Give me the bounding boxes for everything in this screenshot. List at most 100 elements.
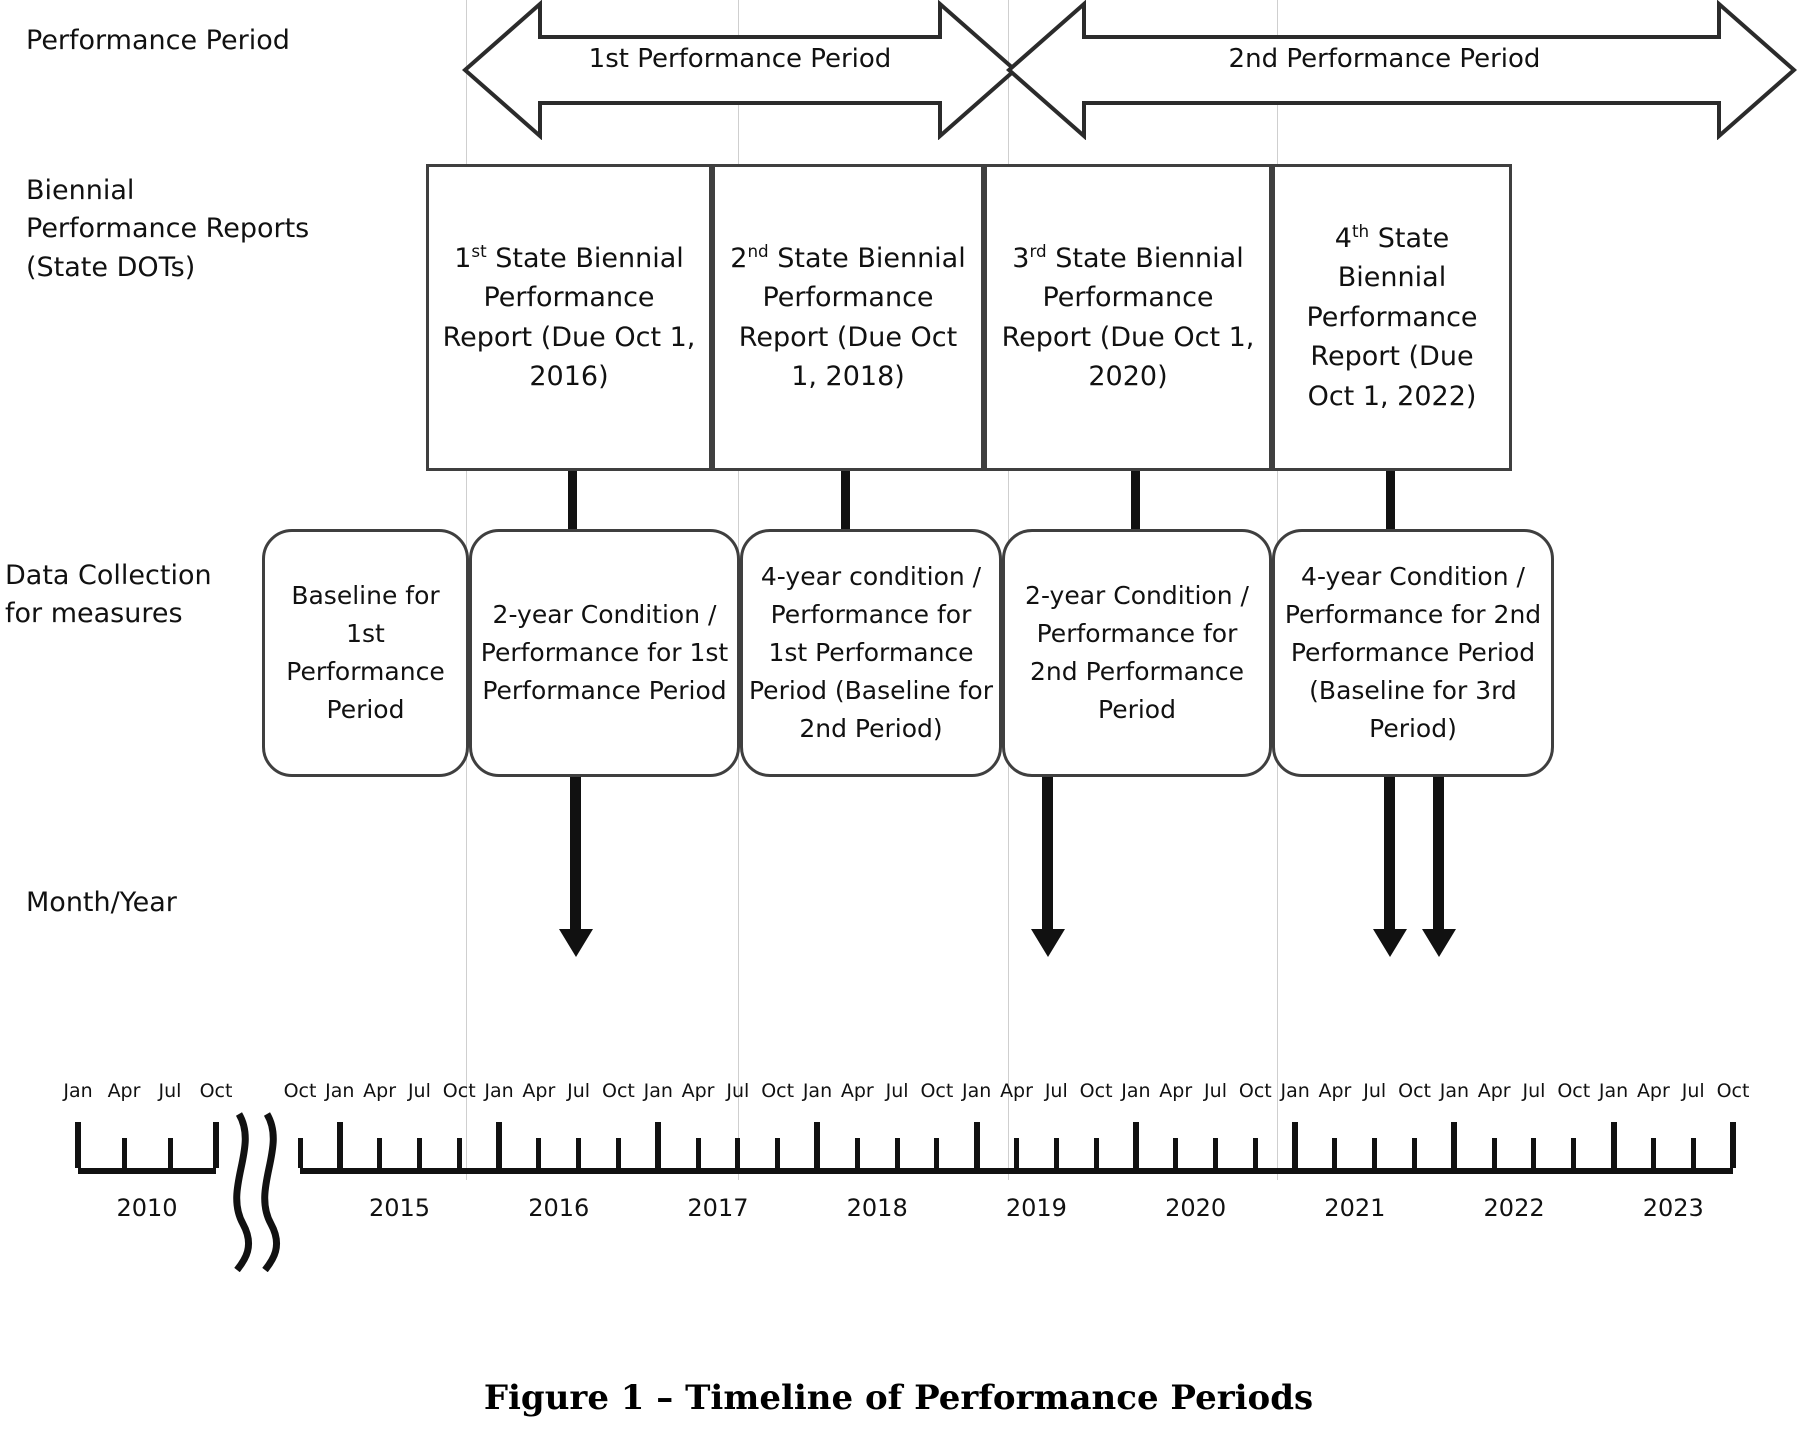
data-box-baseline-1st-period: Baseline for 1st Performance Period bbox=[262, 529, 469, 777]
report-box-2-suffix: nd bbox=[747, 240, 769, 261]
data-box-4year-1st-period: 4-year condition / Performance for 1st P… bbox=[740, 529, 1002, 777]
data-box-2year-1st-period: 2-year Condition / Performance for 1st P… bbox=[469, 529, 740, 777]
down-arrow-to-oct-2020 bbox=[1384, 777, 1395, 930]
row-label-performance-period: Performance Period bbox=[26, 25, 290, 56]
axis-month-label: Apr bbox=[363, 1080, 397, 1102]
axis-month-label: Apr bbox=[522, 1080, 556, 1102]
row-label-biennial-performance-reports: Biennial Performance Reports (State DOTs… bbox=[26, 175, 310, 283]
axis-month-label: Apr bbox=[1477, 1080, 1511, 1102]
data-box-4-label: 4-year Condition / Performance for 2nd P… bbox=[1284, 562, 1542, 743]
axis-month-label: Jul bbox=[1681, 1080, 1705, 1102]
report-box-2-ordinal: 2 bbox=[730, 242, 748, 274]
report-box-1-rest: State Biennial Performance Report (Due O… bbox=[442, 242, 696, 392]
axis-month-label: Oct bbox=[1716, 1080, 1750, 1102]
axis-month-label: Jul bbox=[885, 1080, 909, 1102]
axis-tick-minor bbox=[1213, 1138, 1219, 1168]
axis-tick-minor bbox=[536, 1138, 542, 1168]
axis-month-label: Jan bbox=[1121, 1080, 1151, 1102]
axis-month-label: Oct bbox=[1398, 1080, 1431, 1102]
report-box-3-rest: State Biennial Performance Report (Due O… bbox=[1001, 242, 1255, 392]
axis-tick-minor bbox=[1173, 1138, 1179, 1168]
axis-tick-minor bbox=[695, 1138, 701, 1168]
report-box-1st-state-biennial: 1st State Biennial Performance Report (D… bbox=[426, 164, 712, 471]
axis-baseline bbox=[300, 1168, 1733, 1174]
axis-tick-major bbox=[1292, 1122, 1299, 1168]
report-box-1-suffix: st bbox=[471, 240, 487, 261]
axis-tick-minor bbox=[1372, 1138, 1378, 1168]
axis-month-label: Apr bbox=[1318, 1080, 1352, 1102]
connector-report1-to-databox bbox=[568, 471, 577, 529]
report-box-4th-state-biennial: 4th State Biennial Performance Report (D… bbox=[1272, 164, 1512, 471]
axis-tick-major bbox=[213, 1122, 219, 1168]
axis-tick-major bbox=[655, 1122, 662, 1168]
axis-month-label: Jan bbox=[1280, 1080, 1310, 1102]
data-box-1-label: 2-year Condition / Performance for 1st P… bbox=[480, 600, 729, 705]
axis-tick-minor bbox=[167, 1138, 173, 1168]
axis-tick-minor bbox=[1252, 1138, 1258, 1168]
axis-month-label: Jan bbox=[802, 1080, 833, 1102]
arrow-2nd-performance-period: 2nd Performance Period bbox=[1006, 0, 1797, 140]
axis-tick-minor bbox=[1332, 1138, 1338, 1168]
axis-tick-minor bbox=[456, 1138, 462, 1168]
report-box-1-ordinal: 1 bbox=[454, 242, 472, 274]
axis-tick-minor bbox=[1531, 1138, 1537, 1168]
axis-tick-minor bbox=[854, 1138, 860, 1168]
data-box-0-label: Baseline for 1st Performance Period bbox=[286, 581, 445, 724]
down-arrow-to-oct-2022 bbox=[1433, 777, 1444, 930]
connector-report3-to-databox bbox=[1131, 471, 1140, 529]
axis-month-label: Oct bbox=[761, 1080, 795, 1102]
axis-month-label: Oct bbox=[1238, 1080, 1272, 1102]
axis-tick-minor bbox=[297, 1138, 303, 1168]
axis-tick-minor bbox=[1093, 1138, 1099, 1168]
report-box-2-rest: State Biennial Performance Report (Due O… bbox=[738, 242, 966, 392]
axis-month-label: Jul bbox=[407, 1080, 431, 1102]
axis-tick-minor bbox=[576, 1138, 582, 1168]
figure-caption: Figure 1 – Timeline of Performance Perio… bbox=[483, 1378, 1314, 1418]
axis-month-label: Jan bbox=[63, 1080, 93, 1102]
axis-year-label: 2017 bbox=[687, 1194, 749, 1222]
report-box-4-suffix: th bbox=[1351, 220, 1370, 241]
axis-tick-minor bbox=[735, 1138, 741, 1168]
axis-year-label: 2018 bbox=[846, 1194, 908, 1222]
axis-month-label: Apr bbox=[1000, 1080, 1033, 1102]
axis-month-label: Jul bbox=[1363, 1080, 1387, 1102]
axis-month-label: Jan bbox=[962, 1080, 992, 1102]
axis-tick-minor bbox=[615, 1138, 621, 1168]
data-box-3-label: 2-year Condition / Performance for 2nd P… bbox=[1025, 581, 1249, 724]
axis-month-label: Apr bbox=[1636, 1080, 1670, 1102]
axis-month-label: Jul bbox=[1044, 1080, 1068, 1102]
axis-month-label: Jul bbox=[1204, 1080, 1227, 1102]
report-box-2nd-state-biennial: 2nd State Biennial Performance Report (D… bbox=[712, 164, 984, 471]
report-box-3-text: 3rd State Biennial Performance Report (D… bbox=[997, 239, 1259, 397]
axis-tick-minor bbox=[1650, 1138, 1656, 1168]
axis-year-label: 2010 bbox=[116, 1194, 178, 1222]
axis-tick-minor bbox=[1571, 1138, 1577, 1168]
axis-tick-minor bbox=[121, 1138, 127, 1168]
axis-year-label: 2016 bbox=[528, 1194, 590, 1222]
row-label-data-collection-for-measures: Data Collection for measures bbox=[5, 560, 212, 630]
axis-tick-minor bbox=[1053, 1138, 1059, 1168]
down-arrow-to-oct-2018 bbox=[1042, 777, 1053, 930]
axis-month-label: Oct bbox=[602, 1080, 635, 1102]
axis-tick-major bbox=[336, 1122, 343, 1168]
connector-report4-to-databox bbox=[1386, 471, 1395, 529]
axis-year-label: 2023 bbox=[1642, 1194, 1704, 1222]
axis-tick-major bbox=[1132, 1122, 1139, 1168]
axis-year-label: 2019 bbox=[1005, 1194, 1067, 1222]
report-box-2-text: 2nd State Biennial Performance Report (D… bbox=[725, 239, 971, 397]
arrow-1st-performance-period-label: 1st Performance Period bbox=[588, 44, 892, 74]
performance-period-arrow-band: 1st Performance Period 2nd Performance P… bbox=[0, 0, 1797, 150]
axis-tick-minor bbox=[775, 1138, 781, 1168]
axis-tick-major bbox=[1730, 1122, 1736, 1168]
data-box-2year-2nd-period: 2-year Condition / Performance for 2nd P… bbox=[1002, 529, 1272, 777]
arrow-2nd-performance-period-label: 2nd Performance Period bbox=[1228, 44, 1541, 74]
axis-tick-major bbox=[496, 1122, 503, 1168]
axis-month-label: Oct bbox=[199, 1080, 233, 1102]
axis-tick-minor bbox=[1014, 1138, 1019, 1168]
axis-month-label: Jan bbox=[484, 1080, 514, 1102]
axis-tick-major bbox=[814, 1122, 821, 1168]
axis-month-label: Jan bbox=[1439, 1080, 1470, 1102]
